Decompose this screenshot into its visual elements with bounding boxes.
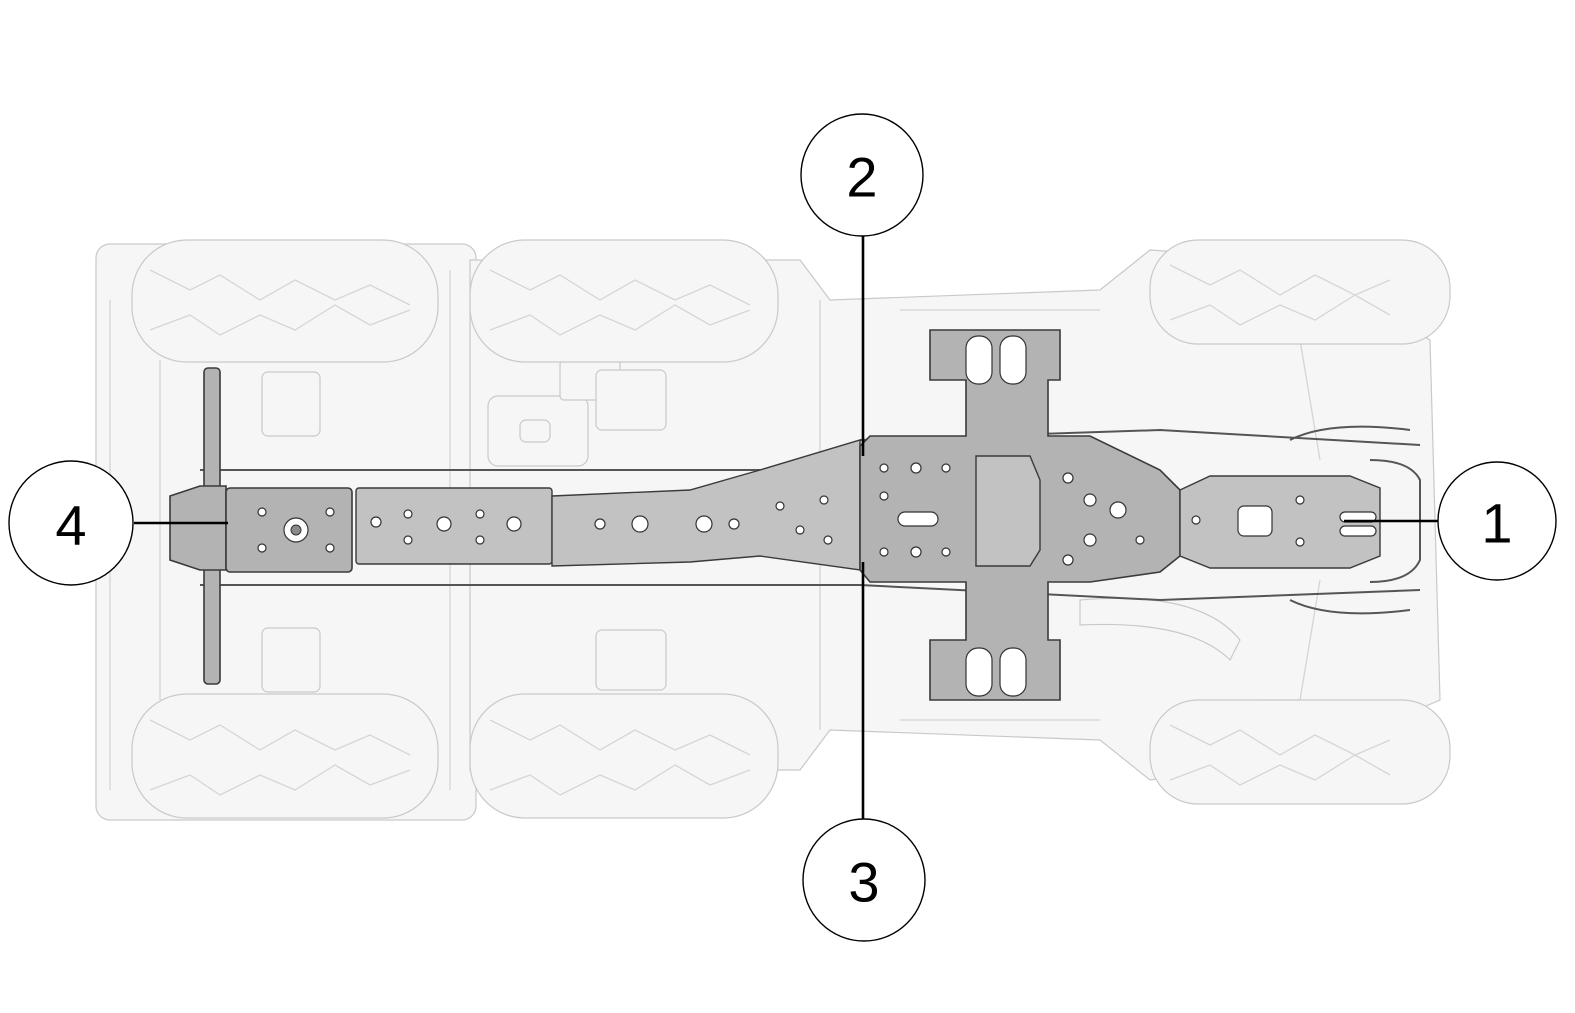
tire-rear-left (131, 239, 439, 363)
rear-skid-plate (169, 485, 353, 573)
callout-1-label: 1 (1481, 492, 1512, 555)
center-skid-plate (859, 329, 1181, 701)
callout-2-circle (800, 113, 924, 237)
rear-mid-skid-plate (355, 487, 553, 565)
tire-mid-left (469, 239, 779, 363)
callout-leaders (134, 235, 1438, 820)
skid-plates (169, 329, 1421, 701)
tire-mid-right (469, 693, 779, 819)
middle-skid-plate (551, 439, 861, 571)
tire-rear-right (131, 693, 439, 819)
callout-3-label: 3 (848, 851, 879, 914)
rear-suspension-upper (261, 371, 321, 437)
callout-4: 4 (8, 460, 134, 586)
front-skid-plate (1179, 475, 1381, 569)
callout-4-label: 4 (55, 494, 86, 557)
callout-2: 2 (800, 113, 924, 237)
callout-1-circle (1437, 461, 1557, 581)
callout-3: 3 (802, 818, 926, 942)
callout-1: 1 (1437, 461, 1557, 581)
tire-front-left (1149, 239, 1451, 345)
callout-3-circle (802, 818, 926, 942)
tires (131, 239, 1451, 819)
rear-suspension-lower (261, 627, 321, 693)
callout-4-circle (8, 460, 134, 586)
callout-2-label: 2 (846, 146, 877, 209)
tire-front-right (1149, 699, 1451, 805)
